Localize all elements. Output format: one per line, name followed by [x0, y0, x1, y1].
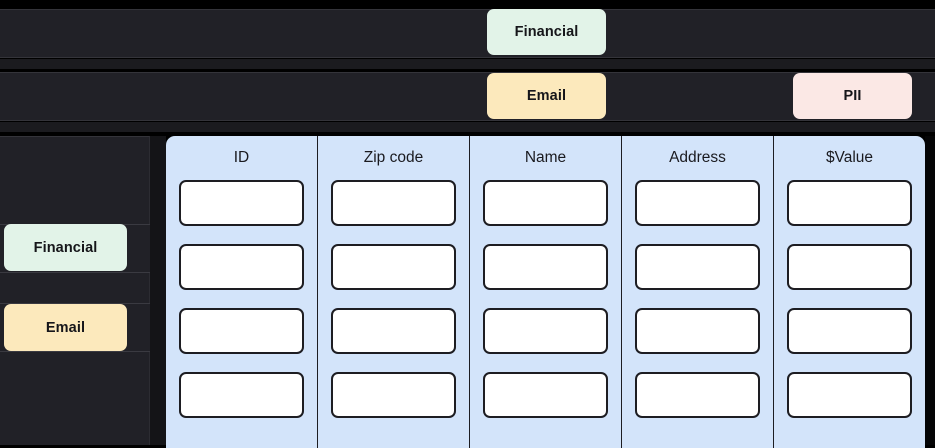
- table-cell[interactable]: [179, 308, 304, 354]
- table-cell[interactable]: [787, 308, 912, 354]
- table-cell[interactable]: [331, 244, 456, 290]
- table-column-name: Name: [470, 136, 622, 448]
- table-cell[interactable]: [787, 244, 912, 290]
- table-column-value: $Value: [774, 136, 925, 448]
- table-cell[interactable]: [787, 372, 912, 418]
- column-cells-name: [470, 180, 621, 418]
- table-column-zip-code: Zip code: [318, 136, 470, 448]
- column-header-name: Name: [524, 149, 567, 166]
- column-cells-value: [774, 180, 925, 418]
- table-cell[interactable]: [331, 308, 456, 354]
- tag-financial-top[interactable]: Financial: [487, 9, 606, 55]
- tag-pii-top[interactable]: PII: [793, 73, 912, 119]
- table-cell[interactable]: [179, 244, 304, 290]
- table-cell[interactable]: [635, 372, 760, 418]
- column-header-zip-code: Zip code: [363, 149, 424, 166]
- column-header-id: ID: [233, 149, 250, 166]
- table-cell[interactable]: [483, 244, 608, 290]
- row-gap-1: [0, 59, 935, 69]
- row-gap-2: [0, 122, 935, 132]
- sidebar: [0, 136, 150, 445]
- table-cell[interactable]: [483, 180, 608, 226]
- table-cell[interactable]: [179, 372, 304, 418]
- data-table: ID Zip code Name: [166, 136, 925, 448]
- table-cell[interactable]: [635, 180, 760, 226]
- table-cell[interactable]: [635, 308, 760, 354]
- table-cell[interactable]: [331, 372, 456, 418]
- table-cell[interactable]: [787, 180, 912, 226]
- right-black-strip: [925, 136, 935, 445]
- sidebar-item-financial[interactable]: Financial: [4, 224, 127, 271]
- email-row: [0, 72, 935, 121]
- table-cell[interactable]: [635, 244, 760, 290]
- tag-email-top[interactable]: Email: [487, 73, 606, 119]
- table-column-id: ID: [166, 136, 318, 448]
- column-cells-id: [166, 180, 317, 418]
- column-cells-address: [622, 180, 773, 418]
- financial-row: [0, 9, 935, 58]
- column-header-address: Address: [669, 149, 726, 166]
- table-cell[interactable]: [179, 180, 304, 226]
- top-black-strip: [0, 0, 935, 9]
- sidebar-divider: [150, 136, 166, 445]
- column-cells-zip-code: [318, 180, 469, 418]
- table-cell[interactable]: [483, 308, 608, 354]
- table-cell[interactable]: [483, 372, 608, 418]
- column-header-value: $Value: [825, 149, 874, 166]
- sidebar-item-email[interactable]: Email: [4, 304, 127, 351]
- table-column-address: Address: [622, 136, 774, 448]
- table-cell[interactable]: [331, 180, 456, 226]
